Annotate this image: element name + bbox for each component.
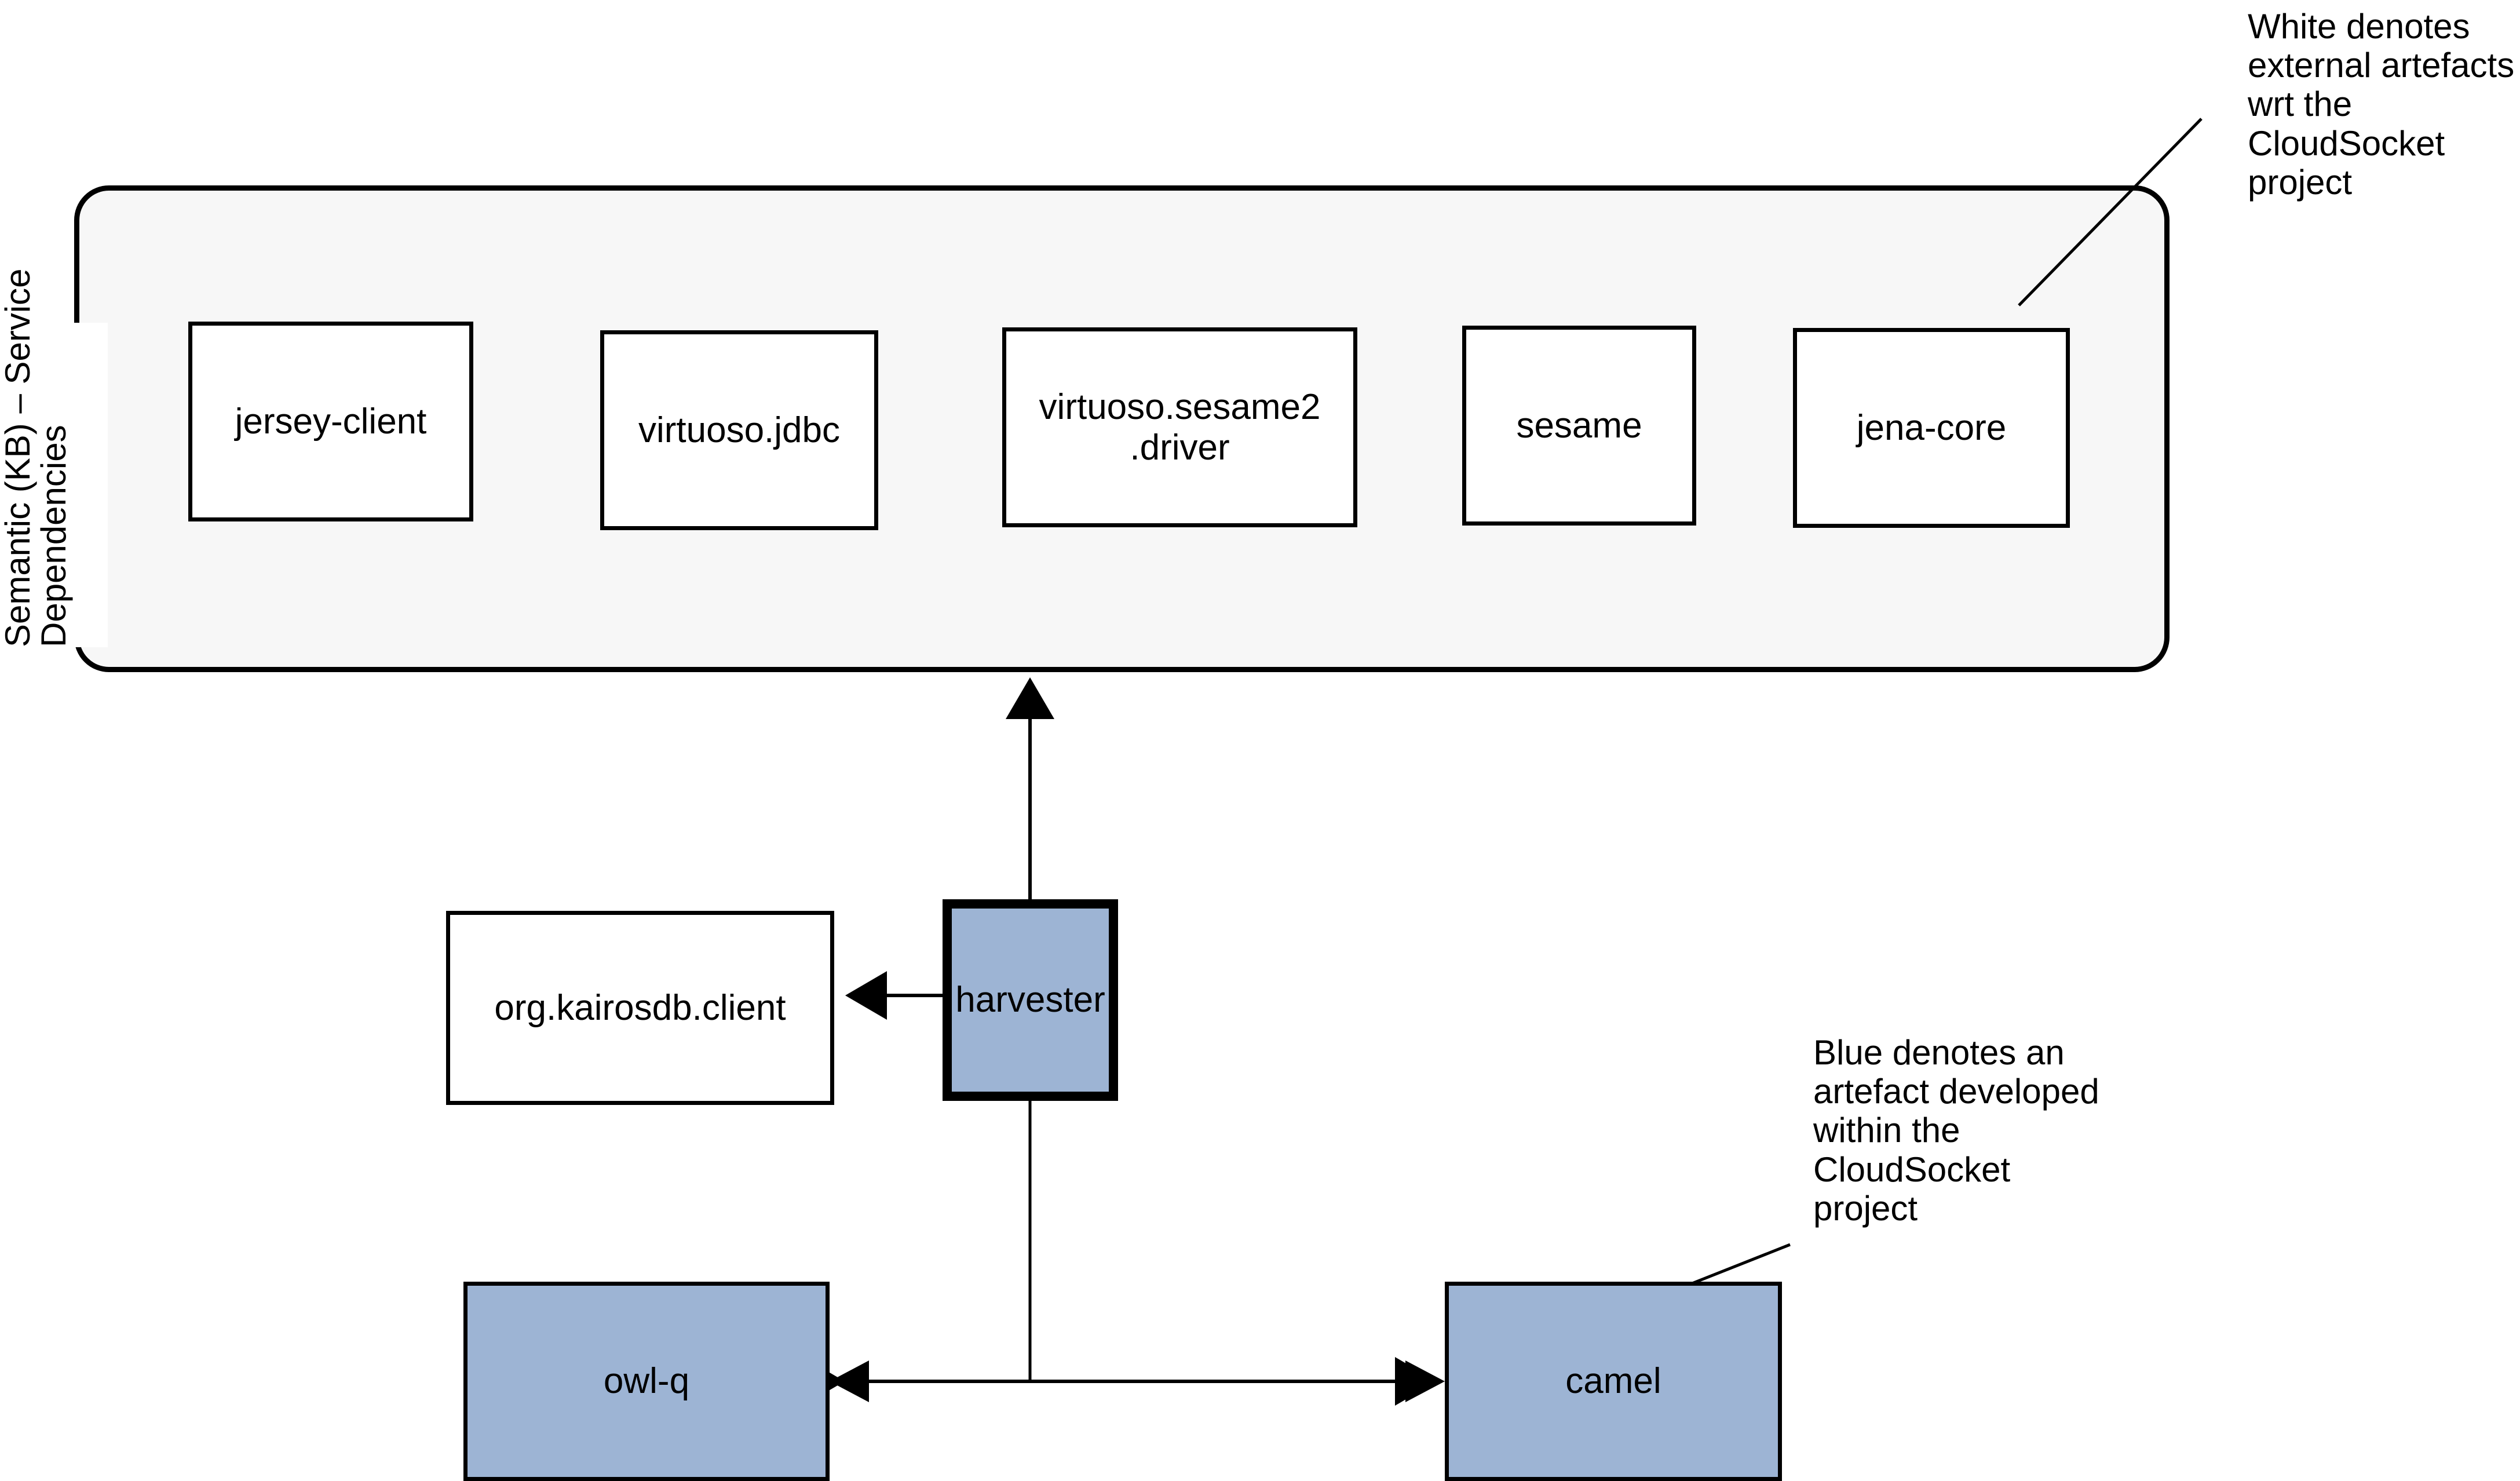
group-label-line2: Dependencies (34, 425, 73, 647)
node-label: sesame (1516, 405, 1642, 446)
node-harvester[interactable]: harvester (943, 899, 1118, 1101)
legend-white-annotation: White denotes external artefacts wrt the… (2248, 7, 2515, 202)
legend-blue-annotation: Blue denotes an artefact developed withi… (1813, 1033, 2099, 1228)
node-label: jersey-client (235, 401, 427, 442)
node-camel[interactable]: camel (1445, 1282, 1782, 1481)
node-label: virtuoso.sesame2 .driver (1039, 387, 1321, 468)
node-owl-q[interactable]: owl-q (463, 1282, 830, 1481)
node-label-line1: virtuoso.sesame2 (1039, 387, 1321, 428)
node-label: camel (1565, 1361, 1661, 1402)
node-org-kairosdb-client[interactable]: org.kairosdb.client (446, 911, 834, 1105)
node-label-line2: .driver (1130, 427, 1230, 468)
node-label: owl-q (603, 1361, 690, 1402)
node-label: virtuoso.jdbc (638, 410, 841, 450)
node-virtuoso-sesame2-driver[interactable]: virtuoso.sesame2 .driver (1002, 327, 1357, 527)
node-label: org.kairosdb.client (494, 987, 786, 1028)
semantic-kb-group-label: Semantic (KB) – Service Dependencies (0, 268, 108, 647)
node-label: jena-core (1856, 407, 2007, 448)
group-label-line1: Semantic (KB) – Service (0, 268, 37, 647)
node-virtuoso-jdbc[interactable]: virtuoso.jdbc (600, 330, 878, 530)
arrowhead-owlq (830, 1360, 869, 1402)
node-sesame[interactable]: sesame (1462, 326, 1696, 526)
arrowhead-camel (1405, 1360, 1445, 1402)
node-label: harvester (955, 980, 1105, 1020)
node-jersey-client[interactable]: jersey-client (188, 322, 473, 521)
node-jena-core[interactable]: jena-core (1793, 328, 2070, 528)
